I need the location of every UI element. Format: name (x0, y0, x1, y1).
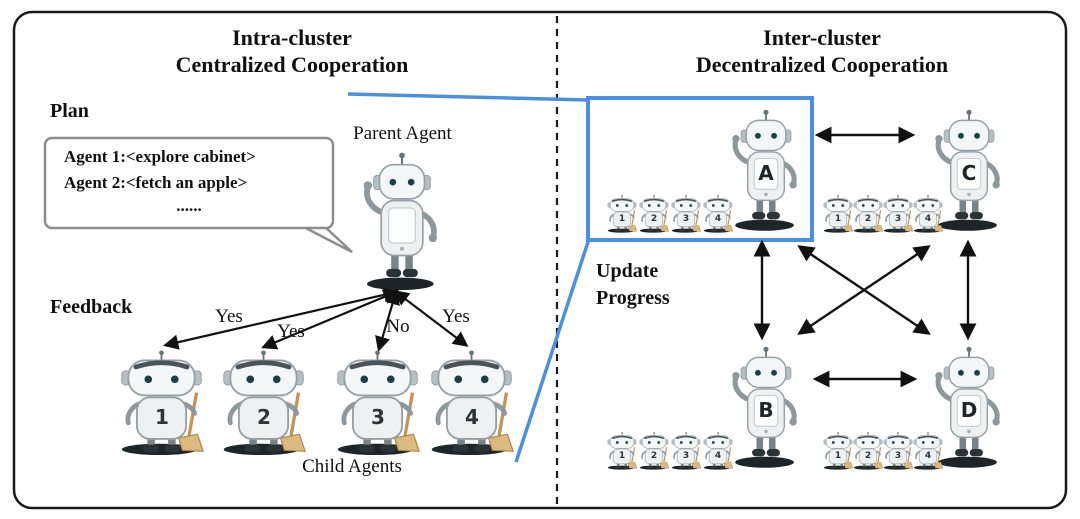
cluster-b-letter: B (758, 398, 774, 422)
cluster-d-member-number-4: 4 (924, 451, 932, 461)
cluster-c-member-number-1: 1 (834, 214, 842, 224)
plan-bubble-line-3: ...... (176, 196, 202, 215)
cluster-d-member-number-1: 1 (834, 451, 842, 461)
cluster-c-member-number-3: 3 (894, 214, 902, 224)
feedback-answer-2: Yes (277, 321, 305, 342)
feedback-answer-4: Yes (442, 306, 470, 327)
cluster-a-member-number-2: 2 (650, 214, 658, 224)
parent-agent-robot (364, 153, 437, 290)
feedback-arrows (162, 287, 469, 352)
figure-border (12, 10, 1068, 510)
feedback-label: Feedback (50, 296, 133, 318)
child-agent-number-3: 3 (371, 405, 385, 429)
feedback-arrow-4 (393, 290, 469, 347)
child-agent-number-2: 2 (257, 405, 271, 429)
cluster-b-member-number-2: 2 (650, 451, 658, 461)
cluster-c-member-number-4: 4 (924, 214, 932, 224)
cluster-b-member-number-3: 3 (682, 451, 690, 461)
update-progress-label: Update Progress (596, 260, 670, 309)
parent-agent-label: Parent Agent (353, 123, 452, 144)
child-agent-robot-1 (122, 350, 203, 455)
cluster-a-member-number-4: 4 (714, 214, 722, 224)
child-agent-robot-2 (224, 350, 305, 455)
zoom-line-top (347, 92, 589, 102)
intra-cluster-title: Intra-cluster Centralized Cooperation (175, 25, 409, 77)
cluster-b-member-number-1: 1 (618, 451, 626, 461)
cluster-c-letter: C (961, 161, 977, 185)
zoom-line-bottom (514, 238, 591, 463)
plan-bubble-line-2: Agent 2:<fetch an apple> (64, 173, 248, 192)
plan-label: Plan (50, 100, 89, 122)
cluster-a-member-number-3: 3 (682, 214, 690, 224)
child-agent-number-1: 1 (155, 405, 169, 429)
cluster-c-member-number-2: 2 (864, 214, 872, 224)
cluster-a-member-number-1: 1 (618, 214, 626, 224)
child-agents-label: Child Agents (302, 456, 402, 477)
cluster-a-letter: A (758, 161, 774, 185)
zoom-rect (586, 96, 814, 242)
feedback-answer-3: No (386, 316, 410, 337)
feedback-answer-1: Yes (215, 306, 243, 327)
cluster-a-highlight (347, 92, 814, 463)
child-agent-number-4: 4 (465, 405, 479, 429)
child-agents-group (122, 350, 513, 455)
inter-cluster-arrows (753, 126, 977, 388)
feedback-arrow-2 (261, 289, 399, 350)
cluster-d-letter: D (960, 398, 978, 422)
child-agent-robot-4 (432, 350, 513, 455)
plan-speech-bubble (43, 136, 353, 254)
arrow-c-b (797, 245, 931, 335)
plan-bubble-line-1: Agent 1:<explore cabinet> (64, 147, 256, 166)
cluster-b-member-number-4: 4 (714, 451, 722, 461)
cluster-d-member-number-2: 2 (864, 451, 872, 461)
feedback-arrow-3 (375, 289, 400, 352)
inter-cluster-title: Inter-cluster Decentralized Cooperation (695, 25, 949, 77)
child-agent-robot-3 (338, 350, 419, 455)
cluster-d-member-number-3: 3 (894, 451, 902, 461)
